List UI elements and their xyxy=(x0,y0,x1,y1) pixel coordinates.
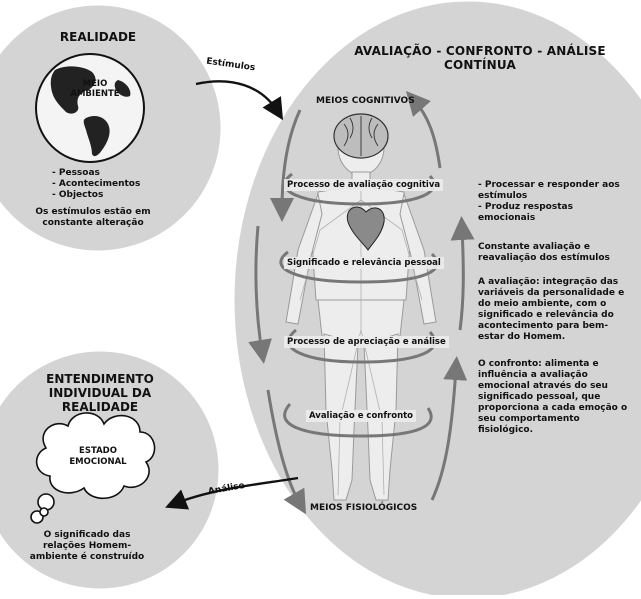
process-label-significado-relevancia: Significado e relevância pessoal xyxy=(284,257,444,269)
entendimento-note: O significado das relações Homem-ambient… xyxy=(29,530,145,562)
bullet-item: - Processar e responder aos estímulos xyxy=(478,180,620,201)
cycle-arrow-left-upper xyxy=(270,109,302,222)
band-4 xyxy=(283,402,433,438)
globe-label-line2: AMBIENTE xyxy=(70,89,120,99)
cloud-label-line1: ESTADO xyxy=(79,446,117,456)
cloud-label: ESTADO EMOCIONAL xyxy=(58,446,138,468)
cloud-label-line2: EMOCIONAL xyxy=(69,457,127,467)
cycle-arrow-left-lower xyxy=(248,225,272,364)
cycle-arrow-right-top xyxy=(406,91,442,169)
process-label-apreciacao-analise: Processo de apreciação e análise xyxy=(284,336,449,348)
realidade-title: REALIDADE xyxy=(59,30,137,44)
heart-icon xyxy=(346,206,385,251)
entendimento-title-line1: ENTENDIMENTO xyxy=(46,372,154,386)
entendimento-title: ENTENDIMENTO INDIVIDUAL DA REALIDADE xyxy=(12,372,188,414)
process-label-avaliacao-confronto: Avaliação e confronto xyxy=(306,410,417,422)
paragraph-avaliacao: A avaliação: integração das variáveis da… xyxy=(478,277,625,342)
realidade-note: Os estímulos estão em constante alteraçã… xyxy=(35,207,151,228)
realidade-bullets: - Pessoas - Acontecimentos - Objectos xyxy=(52,168,162,201)
entendimento-title-line2: INDIVIDUAL DA REALIDADE xyxy=(48,386,152,414)
avaliacao-title: AVALIAÇÃO - CONFRONTO - ANÁLISE CONTÍNUA xyxy=(354,44,606,72)
bullet-item: - Pessoas xyxy=(52,168,100,178)
cycle-arrow-left-bottom xyxy=(266,389,307,515)
side-bullets: - Processar e responder aos estímulos - … xyxy=(478,180,628,224)
cycle-arrow-right-middle xyxy=(450,216,475,331)
globe-icon xyxy=(35,53,145,163)
globe-label: MEIO AMBIENTE xyxy=(70,79,120,99)
bullet-item: - Acontecimentos xyxy=(52,179,141,189)
brain-icon xyxy=(333,113,389,159)
paragraph-confronto: O confronto: alimenta e influência a ava… xyxy=(478,359,628,435)
bullet-item: - Produz respostas emocionais xyxy=(478,202,573,223)
bullet-item: - Objectos xyxy=(52,190,104,200)
thought-cloud-icon xyxy=(30,412,156,524)
stimulus-arrow xyxy=(195,80,284,121)
meios-cognitivos-label: MEIOS COGNITIVOS xyxy=(316,96,415,106)
analysis-arrow xyxy=(165,476,299,510)
paragraph-avaliacao-constante: Constante avaliação e reavaliação dos es… xyxy=(478,242,610,263)
meios-fisiologicos-label: MEIOS FISIOLÓGICOS xyxy=(310,503,418,513)
globe-label-line1: MEIO xyxy=(82,79,108,89)
cycle-arrow-right-bottom xyxy=(430,356,468,501)
process-label-avaliacao-cognitiva: Processo de avaliação cognitiva xyxy=(284,179,444,191)
